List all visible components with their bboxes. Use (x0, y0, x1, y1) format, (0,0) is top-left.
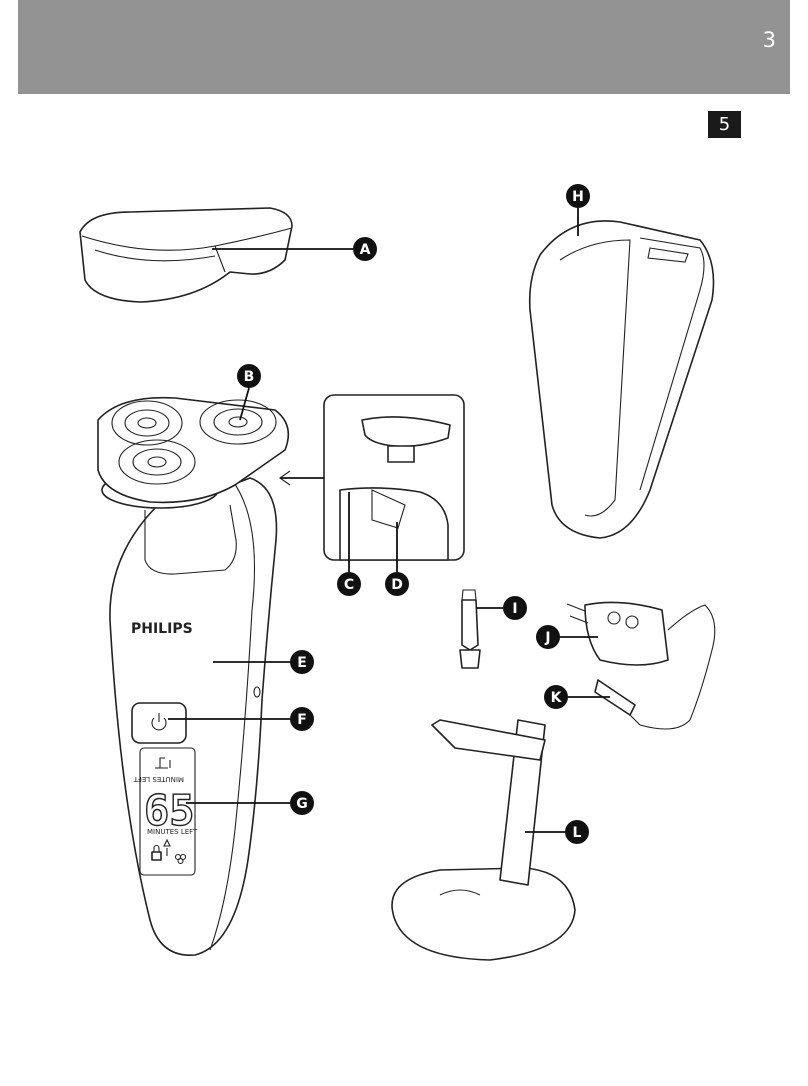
callout-h: H (566, 184, 590, 208)
inset-detail (279, 394, 465, 561)
power-adapter (566, 601, 716, 730)
callout-g: G (290, 791, 314, 815)
svg-text:F: F (297, 712, 307, 728)
cleaning-brush (459, 589, 481, 669)
callout-k: K (544, 685, 568, 709)
page-number: 3 (762, 28, 776, 52)
svg-text:L: L (573, 825, 582, 841)
svg-text:MINUTES LEFT: MINUTES LEFT (133, 775, 184, 783)
lcd-display: MINUTES LEFT 65 MINUTES LEFT (133, 747, 198, 876)
brand-label: PHILIPS (131, 621, 193, 637)
svg-text:B: B (244, 369, 255, 385)
callout-e: E (290, 650, 314, 674)
power-icon (151, 713, 167, 731)
callout-b: B (237, 364, 261, 388)
shaver: PHILIPS MINUTES LEFT 65 MINUTES LEFT (97, 396, 290, 956)
heads-icon (174, 853, 187, 865)
callout-j: J (536, 625, 560, 649)
svg-text:E: E (297, 655, 307, 671)
protection-cap (79, 207, 293, 303)
callout-d: D (385, 572, 409, 596)
lock-icon (151, 844, 162, 861)
svg-text:K: K (551, 690, 563, 706)
callout-l: L (565, 820, 589, 844)
svg-text:H: H (572, 189, 584, 205)
power-button[interactable] (131, 702, 187, 744)
callout-c: C (337, 572, 361, 596)
svg-text:A: A (360, 242, 371, 258)
callout-i: I (503, 596, 527, 620)
header-bar: 3 (18, 0, 790, 94)
svg-text:D: D (391, 577, 403, 593)
faucet-icon (155, 757, 171, 769)
svg-text:C: C (344, 577, 354, 593)
cleaning-icon (163, 838, 171, 856)
svg-text:I: I (512, 601, 517, 617)
callout-f: F (290, 707, 314, 731)
section-tab: 5 (708, 111, 741, 138)
callout-a: A (353, 237, 377, 261)
lcd-digits: 65 (144, 786, 195, 835)
svg-text:G: G (296, 796, 308, 812)
travel-pouch (528, 220, 715, 539)
minutes-left-label: MINUTES LEFT (147, 828, 198, 836)
svg-text:J: J (544, 630, 550, 646)
charging-stand (391, 719, 576, 961)
